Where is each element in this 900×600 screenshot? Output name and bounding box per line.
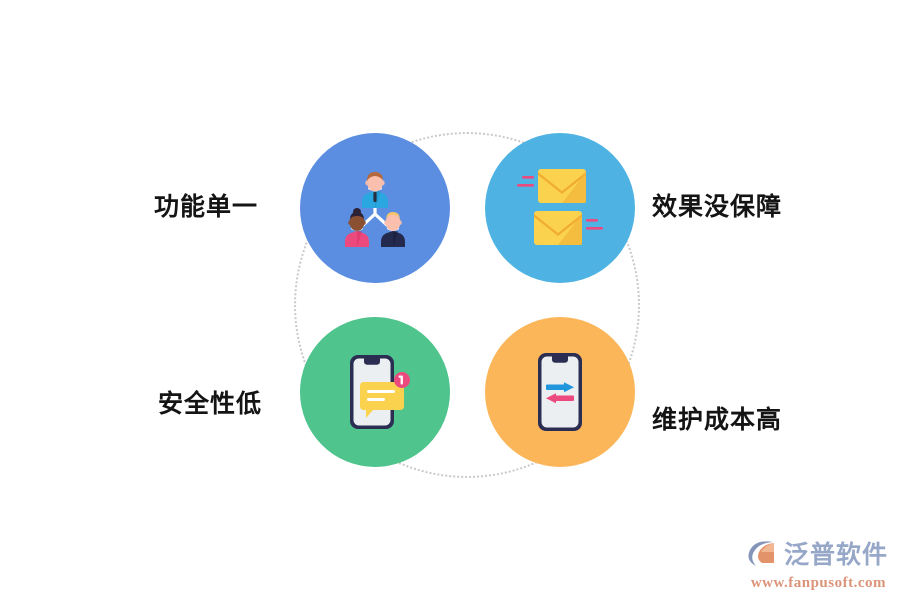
label-bottom-right: 维护成本高 (652, 406, 783, 434)
sending-envelopes-icon (510, 163, 610, 253)
watermark: 泛普软件 www.fanpusoft.com (744, 538, 888, 592)
phone-chat-notification-icon (332, 349, 418, 435)
label-top-right: 效果没保障 (652, 193, 783, 221)
team-org-chart-icon (332, 168, 418, 248)
label-top-left: 功能单一 (153, 193, 258, 221)
node-circle-top-left[interactable] (300, 133, 450, 283)
node-circle-bottom-right[interactable] (485, 317, 635, 467)
phone-data-transfer-icon (530, 349, 590, 435)
node-circle-bottom-left[interactable] (300, 317, 450, 467)
label-bottom-left: 安全性低 (157, 390, 262, 418)
fanpu-c-mark-icon (744, 538, 780, 573)
watermark-brand-text: 泛普软件 (783, 541, 888, 569)
node-circle-top-right[interactable] (485, 133, 635, 283)
watermark-brand-row: 泛普软件 (744, 538, 888, 573)
watermark-url-text: www.fanpusoft.com (750, 575, 886, 591)
